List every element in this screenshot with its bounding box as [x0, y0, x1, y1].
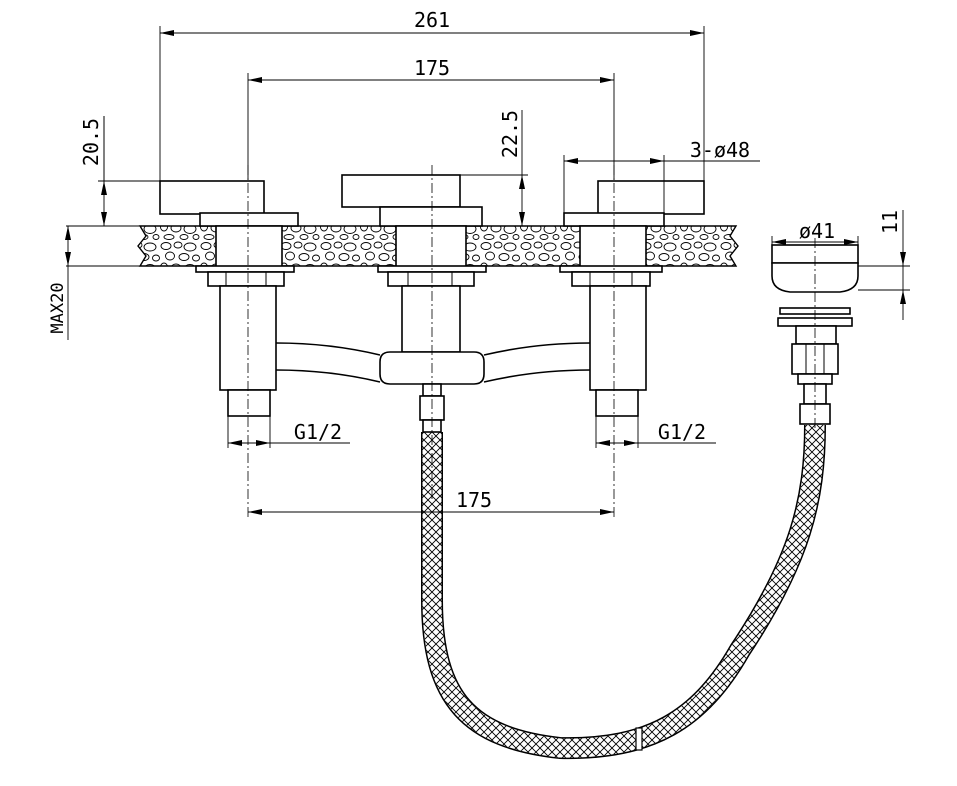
center-lines — [247, 165, 816, 520]
handle-spacing-top-label: 175 — [414, 56, 450, 80]
left-inlet — [227, 389, 271, 417]
center-spout — [341, 174, 487, 433]
handle-spacing-bottom-label: 175 — [456, 488, 492, 512]
left-valve — [159, 180, 299, 417]
left-handle — [159, 180, 265, 215]
overall-width-label: 261 — [414, 8, 450, 32]
inlet-left-label: G1/2 — [294, 420, 342, 444]
dimension-lines — [65, 26, 910, 515]
right-valve — [559, 180, 705, 417]
drain-height-label: 11 — [878, 210, 902, 234]
spout-top — [341, 174, 461, 208]
inlet-right-label: G1/2 — [658, 420, 706, 444]
right-handle — [597, 180, 705, 215]
handle-diameter-label: 3-ø48 — [690, 138, 750, 162]
connecting-pipes — [275, 342, 591, 383]
spout-height-label: 22.5 — [498, 110, 522, 158]
deck-thickness-label: MAX20 — [48, 282, 68, 333]
flexible-hose — [421, 424, 826, 760]
right-inlet — [595, 389, 639, 417]
dimension-labels: 261 175 20.5 22.5 3-ø48 MAX20 G1/2 G1/2 … — [48, 8, 902, 512]
handle-height-label: 20.5 — [79, 118, 103, 166]
drain-diameter-label: ø41 — [799, 219, 835, 243]
